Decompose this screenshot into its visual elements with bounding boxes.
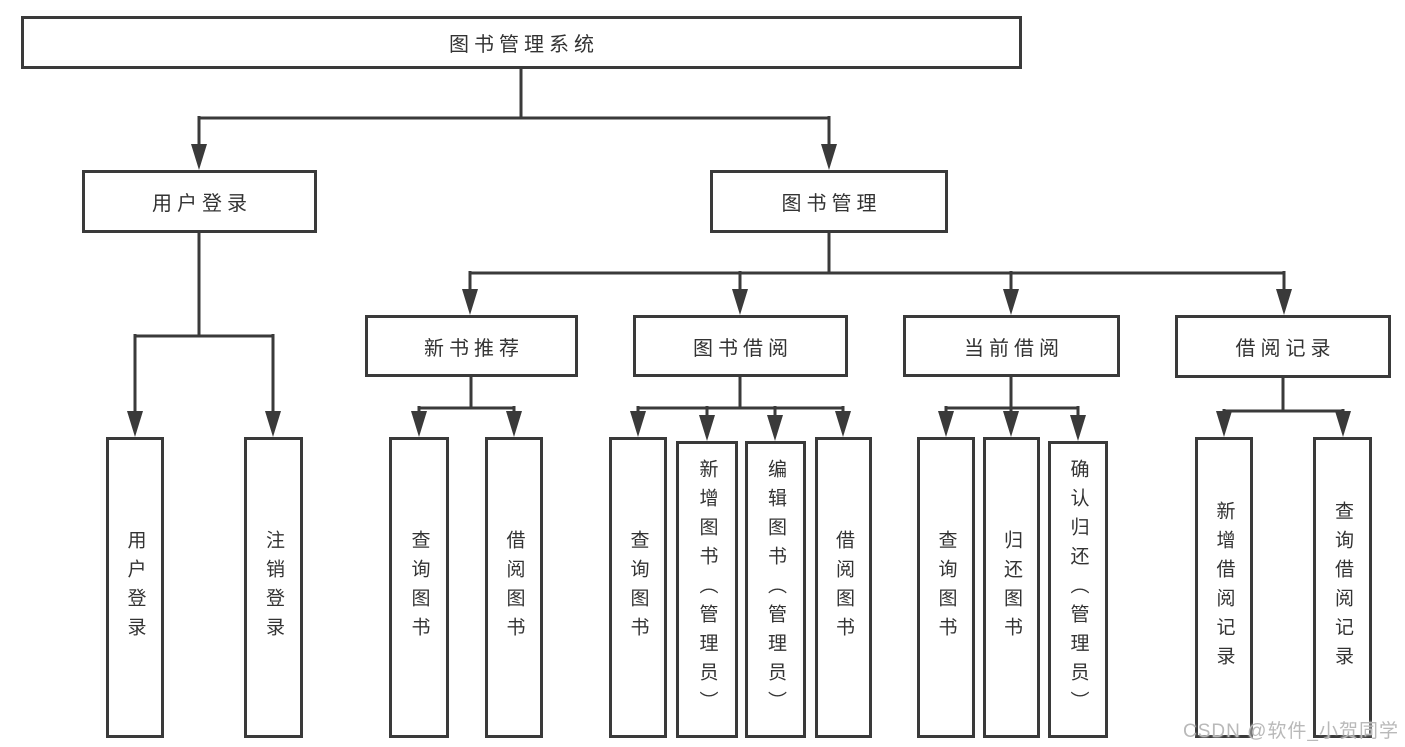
- node-current-borrowing: 当前借阅: [903, 315, 1120, 377]
- node-book-borrowing: 图书借阅: [633, 315, 848, 377]
- node-leaf-borrow-books-borrowing: 借阅图书: [815, 437, 872, 738]
- node-leaf-borrow-books-recommend: 借阅图书: [485, 437, 543, 738]
- node-leaf-query-books-current: 查询图书: [917, 437, 975, 738]
- node-leaf-user-login: 用户登录: [106, 437, 164, 738]
- node-leaf-query-books-borrowing: 查询图书: [609, 437, 667, 738]
- node-leaf-logout: 注销登录: [244, 437, 303, 738]
- node-book-management: 图书管理: [710, 170, 948, 233]
- arrowhead-icons: [127, 144, 1351, 441]
- csdn-watermark: CSDN @软件_小贺同学: [1183, 721, 1399, 742]
- node-leaf-query-books-recommend: 查询图书: [389, 437, 449, 738]
- node-user-login-group: 用户登录: [82, 170, 317, 233]
- node-root: 图书管理系统: [21, 16, 1022, 69]
- node-borrowing-records: 借阅记录: [1175, 315, 1391, 378]
- node-new-book-recommend: 新书推荐: [365, 315, 578, 377]
- node-leaf-add-book-admin: 新增图书（管理员）: [676, 441, 738, 738]
- node-leaf-confirm-return-admin: 确认归还（管理员）: [1048, 441, 1108, 738]
- node-leaf-add-borrow-record: 新增借阅记录: [1195, 437, 1253, 738]
- tree-edges: [133, 69, 1345, 420]
- node-leaf-query-borrow-record: 查询借阅记录: [1313, 437, 1372, 738]
- node-leaf-return-book: 归还图书: [983, 437, 1040, 738]
- node-leaf-edit-book-admin: 编辑图书（管理员）: [745, 441, 806, 738]
